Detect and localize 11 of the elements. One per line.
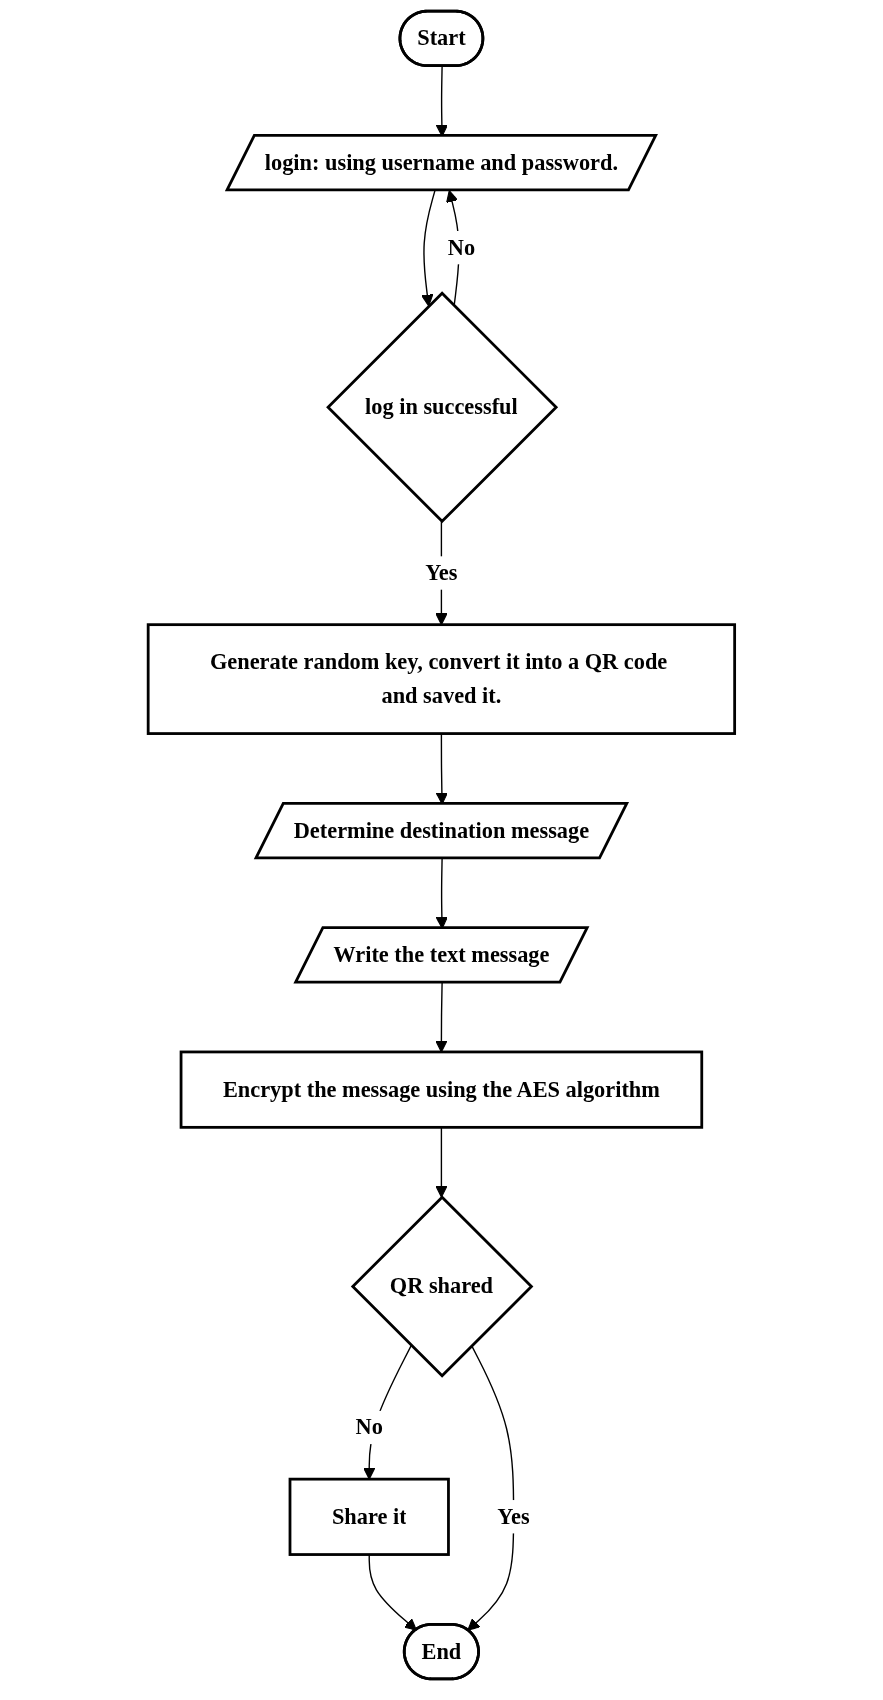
node-box: Encrypt the message using the AES algorithm — [179, 1050, 704, 1129]
edge-label: Yes — [497, 1504, 530, 1529]
node-box: Generate random key, convert it into a QR code and saved it. — [146, 623, 737, 735]
edge-label: No — [447, 235, 476, 259]
node-diamond: QR shared — [350, 1195, 534, 1378]
arrow — [467, 1344, 515, 1631]
node-box: Share it — [288, 1477, 450, 1556]
edge-label: Yes — [425, 560, 458, 585]
edge-label: No — [355, 1414, 383, 1439]
node-diamond: log in successful — [326, 291, 559, 524]
arrow — [421, 189, 436, 307]
